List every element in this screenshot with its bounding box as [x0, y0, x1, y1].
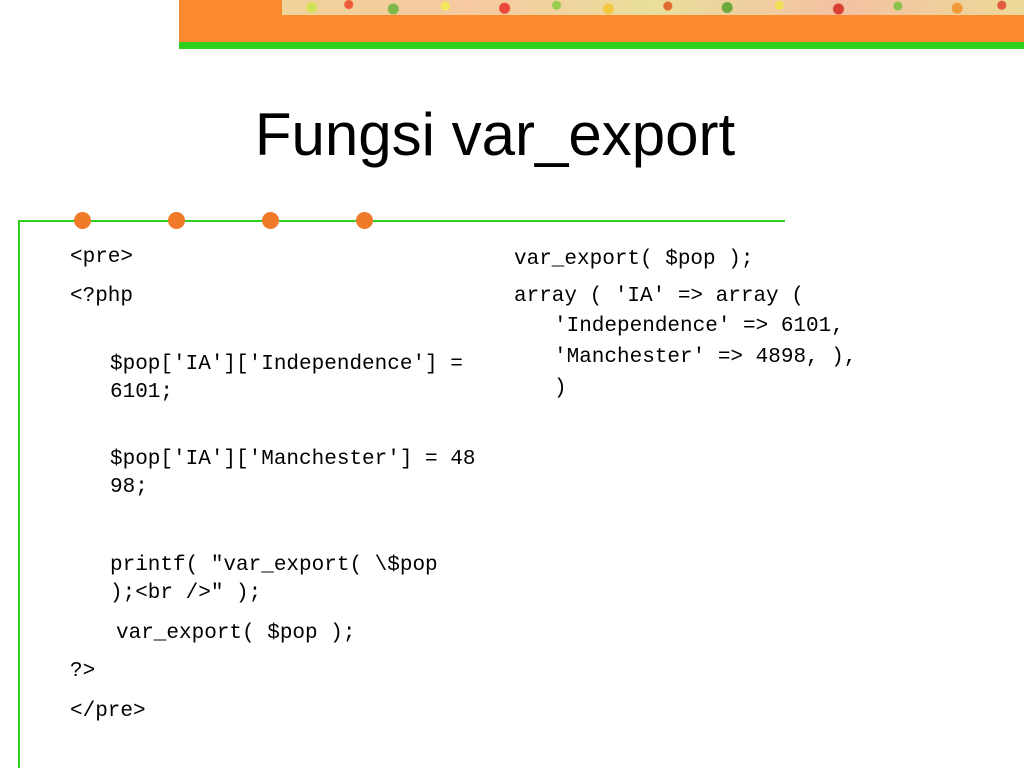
code-pre-open: <pre>	[70, 246, 134, 269]
output-call: var_export( $pop );	[514, 248, 754, 271]
output-line-1: array ( 'IA' => array (	[514, 285, 804, 308]
decorative-dot	[168, 212, 185, 229]
top-banner	[179, 0, 1024, 52]
decorative-dot	[74, 212, 91, 229]
code-line-independence: $pop['IA']['Independence'] = 6101;	[110, 353, 463, 404]
slide-title: Fungsi var_export	[254, 101, 736, 168]
vertical-rule	[18, 220, 20, 768]
decorative-dot	[262, 212, 279, 229]
banner-flower-image	[282, 0, 1024, 15]
code-line-printf: printf( "var_export( \$pop );<br />" );	[110, 554, 438, 605]
horizontal-rule	[18, 220, 785, 222]
decorative-dot	[356, 212, 373, 229]
banner-green-stripe	[179, 42, 1024, 49]
code-line-manchester: $pop['IA']['Manchester'] = 4898;	[110, 448, 476, 499]
code-line-var-export: var_export( $pop );	[116, 622, 356, 645]
output-line-2: 'Independence' => 6101,	[554, 315, 844, 338]
code-pre-close: </pre>	[70, 700, 146, 723]
code-php-open: <?php	[70, 285, 134, 308]
output-line-3: 'Manchester' => 4898, ),	[554, 346, 857, 369]
code-php-close: ?>	[70, 660, 96, 683]
output-line-4: )	[554, 377, 567, 400]
